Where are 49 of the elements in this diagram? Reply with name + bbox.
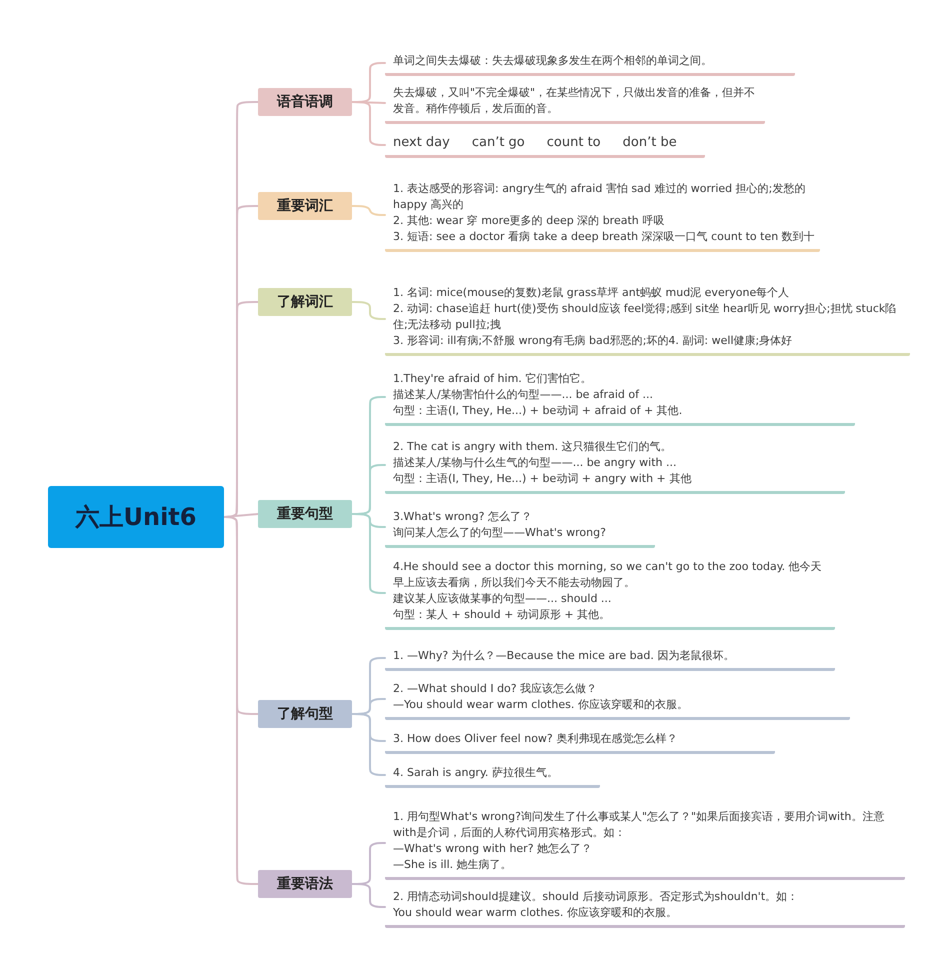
note-text: 4. Sarah is angry. 萨拉很生气。 xyxy=(393,765,559,781)
note-text: 3. How does Oliver feel now? 奥利弗现在感觉怎么样？ xyxy=(393,731,678,747)
topic-label xyxy=(258,88,352,116)
note-text: —What's wrong with her? 她怎么了？ xyxy=(393,841,594,857)
topic-label xyxy=(258,500,352,528)
note-text: 句型：某人 + should + 动词原形 + 其他。 xyxy=(393,607,612,623)
bracket-line xyxy=(351,205,386,216)
note-text: 2. 用情态动词should提建议。should 后接动词原形。否定形式为shouldn't。如： xyxy=(393,889,800,905)
note-text: 询问某人怎么了的句型——What's wrong? xyxy=(393,525,607,541)
note-text: You should wear warm clothes. 你应该穿暖和的衣服。 xyxy=(393,905,678,921)
topic-text: 重要句型 xyxy=(277,505,333,523)
topic-text: 了解句型 xyxy=(277,705,333,723)
note-text: 描述某人/某物害怕什么的句型——... be afraid of ... xyxy=(393,387,654,403)
note-text: 3.What's wrong? 怎么了？ xyxy=(393,509,533,525)
note-text: 1. 用句型What's wrong?询问发生了什么事或某人"怎么了？"如果后面接宾语，要用介词with。注意with是介词，后面的人称代词用宾格形式。如： xyxy=(393,809,886,841)
topic-label xyxy=(258,192,352,220)
topic-label xyxy=(258,288,352,316)
note-text: 失去爆破，又叫"不完全爆破"，在某些情况下，只做出发音的准备，但并不发音。稍作停顿后，发后面的音。 xyxy=(393,85,756,117)
note-text: 4.He should see a doctor this morning, so we can't go to the zoo today. 他今天早上应该去看病，所以我们今天不能去动物园了。 xyxy=(393,559,823,591)
note-text: —She is ill. 她生病了。 xyxy=(393,857,513,873)
note-text: 3. 短语: see a doctor 看病 take a deep breath 深深吸一口气 count to ten 数到十 xyxy=(393,229,816,245)
note-text: 句型：主语(I, They, He...) + be动词 + angry with + 其他 xyxy=(393,471,692,487)
note-text: 1. —Why? 为什么？—Because the mice are bad. 因为老鼠很坏。 xyxy=(393,648,736,664)
note-text: 1. 表达感受的形容词: angry生气的 afraid 害怕 sad 难过的 worried 担心的;发愁的 happy 高兴的 xyxy=(393,181,806,213)
topic-text: 语音语调 xyxy=(277,93,333,111)
bracket-line xyxy=(351,301,386,320)
note-text: —You should wear warm clothes. 你应该穿暖和的衣服。 xyxy=(393,697,689,713)
note-text: 单词之间失去爆破：失去爆破现象多发生在两个相邻的单词之间。 xyxy=(393,53,713,69)
note-text: 1. 名词: mice(mouse的复数)老鼠 grass草坪 ant蚂蚁 mud泥 everyone每个人 xyxy=(393,285,790,301)
note-text: 描述某人/某物与什么生气的句型——... be angry with ... xyxy=(393,455,678,471)
note-text: next day xyxy=(393,135,450,151)
note-text: 3. 形容词: ill有病;不舒服 wrong有毛病 bad邪恶的;坏的4. 副词: well健康;身体好 xyxy=(393,333,794,349)
note-text: don’t be xyxy=(622,135,677,151)
note-text: count to xyxy=(546,135,601,151)
note-text: can’t go xyxy=(472,135,525,151)
note-text: 句型：主语(I, They, He...) + be动词 + afraid of + 其他. xyxy=(393,403,684,419)
topic-label xyxy=(258,700,352,728)
note-text: 1.They're afraid of him. 它们害怕它。 xyxy=(393,371,592,387)
central-topic xyxy=(48,486,224,548)
note-text: 2. —What should I do? 我应该怎么做？ xyxy=(393,681,598,697)
note-text: 2. The cat is angry with them. 这只猫很生它们的气。 xyxy=(393,439,673,455)
note-text: 2. 其他: wear 穿 more更多的 deep 深的 breath 呼吸 xyxy=(393,213,666,229)
topic-text: 重要语法 xyxy=(277,875,333,893)
topic-text: 六上Unit6 xyxy=(76,502,196,533)
topic-text: 重要词汇 xyxy=(277,197,333,215)
topic-label xyxy=(258,870,352,898)
topic-text: 了解词汇 xyxy=(277,293,333,311)
note-text: 2. 动词: chase追赶 hurt(使)受伤 should应该 feel觉得;感到 sit坐 hear听见 worry担心;担忧 stuck陷住;无法移动 pull拉;拽 xyxy=(393,301,898,333)
note-text: 建议某人应该做某事的句型——... should ... xyxy=(393,591,612,607)
